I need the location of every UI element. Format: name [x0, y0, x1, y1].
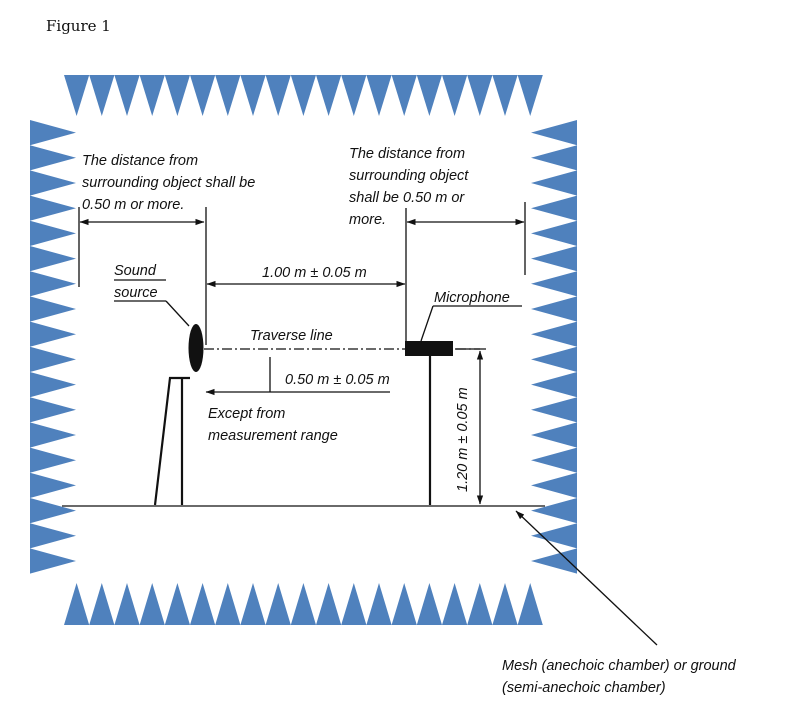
absorber-wedge [265, 75, 291, 116]
absorber-wedge [531, 523, 577, 549]
absorber-wedges-right [531, 120, 577, 574]
microphone [405, 341, 453, 356]
absorber-wedge [341, 583, 367, 625]
absorber-wedge [531, 397, 577, 423]
absorber-wedge [89, 583, 115, 625]
absorber-wedge [240, 583, 266, 625]
absorber-wedge [64, 583, 90, 625]
absorber-wedge [531, 220, 577, 246]
absorber-wedge [240, 75, 266, 116]
absorber-wedge [531, 271, 577, 297]
absorber-wedge [531, 346, 577, 372]
absorber-wedge [290, 75, 316, 116]
absorber-wedge [114, 75, 140, 116]
absorber-wedge [215, 75, 241, 116]
absorber-wedge [492, 583, 518, 625]
absorber-wedge [531, 372, 577, 398]
sound-source-leader-line [165, 300, 190, 327]
absorber-wedge [30, 472, 76, 498]
absorber-wedge [30, 170, 76, 196]
absorber-wedges-top [64, 75, 543, 116]
absorber-wedge [531, 498, 577, 524]
absorber-wedge [164, 75, 190, 116]
absorber-wedge [114, 583, 140, 625]
absorber-wedge [531, 246, 577, 272]
absorber-wedge [531, 447, 577, 473]
absorber-wedge [366, 75, 392, 116]
absorber-wedge [316, 583, 342, 625]
absorber-wedge [30, 372, 76, 398]
absorber-wedge [531, 321, 577, 347]
absorber-wedge [492, 75, 518, 116]
absorber-wedge [164, 583, 190, 625]
absorber-wedge [30, 145, 76, 171]
floor-note-leader-arrow [515, 510, 658, 646]
absorber-wedge [30, 548, 76, 574]
figure-title: Figure 1 [46, 17, 111, 35]
main-distance-label: 1.00 m ± 0.05 m [262, 265, 367, 281]
left-clearance-label: The distance from surrounding object sha… [82, 153, 259, 213]
absorber-wedge [215, 583, 241, 625]
absorber-wedge [190, 583, 216, 625]
absorber-wedge [391, 75, 417, 116]
floor-note: Mesh (anechoic chamber) or ground (semi-… [502, 658, 740, 696]
mic-height-label: 1.20 m ± 0.05 m [455, 387, 471, 492]
absorber-wedge [30, 120, 76, 146]
absorber-wedge [531, 296, 577, 322]
sound-source-speaker [188, 324, 204, 372]
absorber-wedge [416, 75, 442, 116]
absorber-wedge [442, 583, 468, 625]
absorber-wedges-bottom [64, 583, 543, 625]
microphone-leader-line [420, 305, 434, 342]
absorber-wedge [517, 75, 543, 116]
absorber-wedge [391, 583, 417, 625]
absorber-wedge [190, 75, 216, 116]
absorber-wedge [30, 296, 76, 322]
absorber-wedge [139, 75, 165, 116]
absorber-wedge [30, 346, 76, 372]
absorber-wedge [531, 145, 577, 171]
absorber-wedge [30, 195, 76, 221]
absorber-wedges-left [30, 120, 76, 574]
absorber-wedge [517, 583, 543, 625]
absorber-wedge [531, 120, 577, 146]
absorber-wedge [341, 75, 367, 116]
absorber-wedge [30, 397, 76, 423]
absorber-wedge [316, 75, 342, 116]
absorber-wedge [467, 75, 493, 116]
right-clearance-label: The distance from surrounding object sha… [349, 146, 472, 228]
absorber-wedge [531, 422, 577, 448]
absorber-wedge [290, 583, 316, 625]
absorber-wedge [265, 583, 291, 625]
absorber-wedge [30, 422, 76, 448]
absorber-wedge [30, 447, 76, 473]
excluded-range-label: 0.50 m ± 0.05 m [285, 372, 390, 388]
sound-source-label: Sound source [114, 263, 160, 301]
absorber-wedge [416, 583, 442, 625]
absorber-wedge [30, 220, 76, 246]
absorber-wedge [30, 523, 76, 549]
source-stand-leg [153, 376, 190, 506]
absorber-wedge [531, 195, 577, 221]
absorber-wedge [366, 583, 392, 625]
absorber-wedge [64, 75, 90, 116]
absorber-wedge [467, 583, 493, 625]
absorber-wedge [30, 321, 76, 347]
absorber-wedge [89, 75, 115, 116]
absorber-wedge [30, 246, 76, 272]
excluded-range-note: Except from measurement range [208, 406, 338, 444]
absorber-wedge [30, 271, 76, 297]
traverse-line-label: Traverse line [250, 328, 333, 344]
microphone-label: Microphone [434, 290, 510, 306]
absorber-wedge [531, 170, 577, 196]
absorber-wedge [531, 472, 577, 498]
absorber-wedge [139, 583, 165, 625]
absorber-wedge [442, 75, 468, 116]
absorber-wedge [30, 498, 76, 524]
absorber-wedge [531, 548, 577, 574]
